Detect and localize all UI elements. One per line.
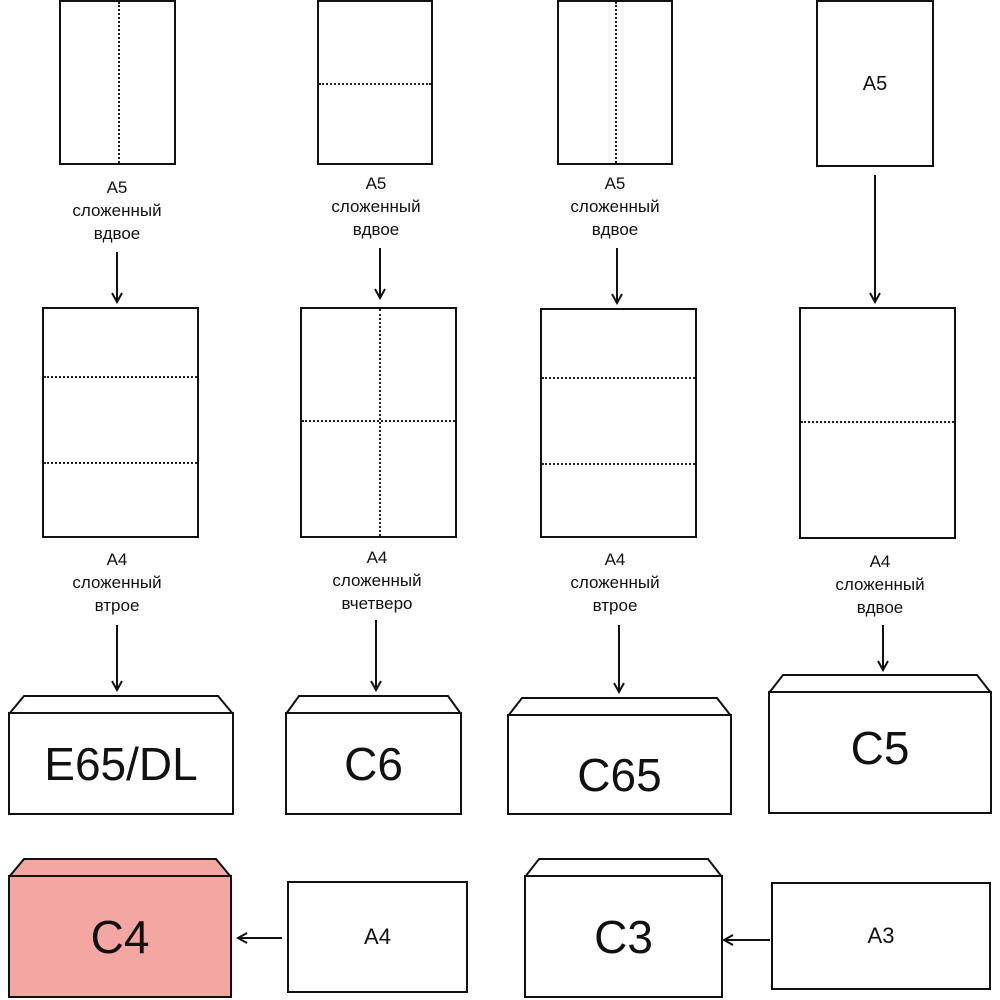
envelope-e65-dl: E65/DL bbox=[8, 695, 234, 815]
a4-sheet-label: A4 bbox=[364, 924, 391, 949]
envelope-c65: C65 bbox=[507, 697, 732, 815]
a5-sheet-col4: A5 bbox=[816, 0, 934, 167]
fold-line bbox=[302, 420, 455, 422]
fold-line bbox=[44, 462, 197, 464]
envelope-c3: C3 bbox=[524, 858, 723, 998]
a5-sheet-col3 bbox=[557, 0, 673, 165]
a4-sheet-bottom: A4 bbox=[287, 881, 468, 993]
envelope-c4: C4 bbox=[8, 858, 232, 998]
caption-a5-col3: A5 сложенный вдвое bbox=[570, 174, 660, 239]
caption-a5-col1: A5 сложенный вдвое bbox=[72, 178, 162, 243]
caption-a4-col4: A4 сложенный вдвое bbox=[835, 552, 925, 617]
envelope-label: C4 bbox=[90, 910, 150, 963]
envelope-label: C3 bbox=[594, 910, 653, 963]
fold-line bbox=[118, 2, 120, 163]
fold-line bbox=[542, 377, 695, 379]
caption-a5-col2: A5 сложенный вдвое bbox=[331, 174, 421, 239]
fold-line bbox=[319, 83, 431, 85]
envelope-c5: C5 bbox=[768, 674, 992, 814]
fold-line bbox=[615, 2, 617, 163]
envelope-label: C65 bbox=[577, 748, 662, 801]
envelope-label: E65/DL bbox=[44, 737, 198, 790]
caption-a4-col2: A4 сложенный вчетверо bbox=[332, 548, 422, 613]
fold-line bbox=[44, 376, 197, 378]
a4-sheet-col1 bbox=[42, 307, 199, 538]
envelope-label: C5 bbox=[850, 721, 910, 774]
fold-line bbox=[379, 309, 381, 536]
envelope-c6: C6 bbox=[285, 695, 462, 815]
fold-line bbox=[542, 463, 695, 465]
a5-sheet-label: A5 bbox=[862, 72, 888, 95]
a5-sheet-col1 bbox=[59, 0, 176, 165]
a5-sheet-col2 bbox=[317, 0, 433, 165]
fold-line bbox=[801, 421, 954, 423]
caption-a4-col3: A4 сложенный втрое bbox=[570, 550, 660, 615]
a4-sheet-col2 bbox=[300, 307, 457, 538]
a3-sheet-bottom: A3 bbox=[771, 882, 991, 990]
caption-a4-col1: A4 сложенный втрое bbox=[72, 550, 162, 615]
a4-sheet-col4 bbox=[799, 307, 956, 539]
a3-sheet-label: A3 bbox=[867, 923, 895, 948]
a4-sheet-col3 bbox=[540, 308, 697, 538]
envelope-label: C6 bbox=[344, 737, 403, 790]
